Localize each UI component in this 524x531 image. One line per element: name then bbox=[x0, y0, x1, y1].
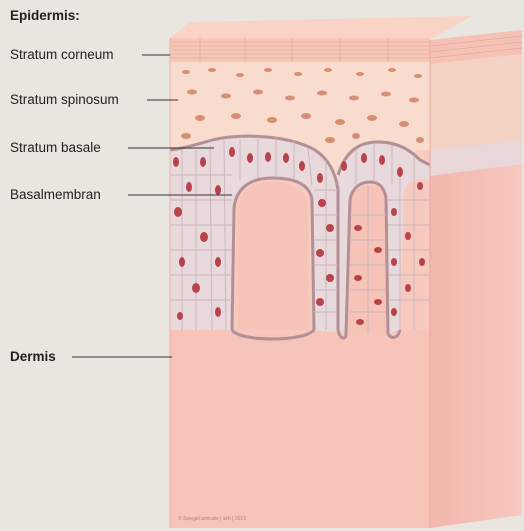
copyright-credit: © Spiegel amicate | seh | 2015 bbox=[178, 516, 246, 522]
epidermis-heading: Epidermis: bbox=[10, 8, 80, 24]
label-stratum-spinosum: Stratum spinosum bbox=[10, 92, 119, 108]
label-dermis: Dermis bbox=[10, 349, 56, 365]
label-basalmembran: Basalmembran bbox=[10, 187, 101, 203]
dermis-layer bbox=[170, 334, 430, 528]
spinosum-side bbox=[430, 54, 522, 150]
dermal-papilla-1 bbox=[238, 182, 308, 330]
label-stratum-corneum: Stratum corneum bbox=[10, 47, 114, 63]
block-top-face bbox=[170, 16, 472, 40]
label-stratum-basale: Stratum basale bbox=[10, 140, 101, 156]
